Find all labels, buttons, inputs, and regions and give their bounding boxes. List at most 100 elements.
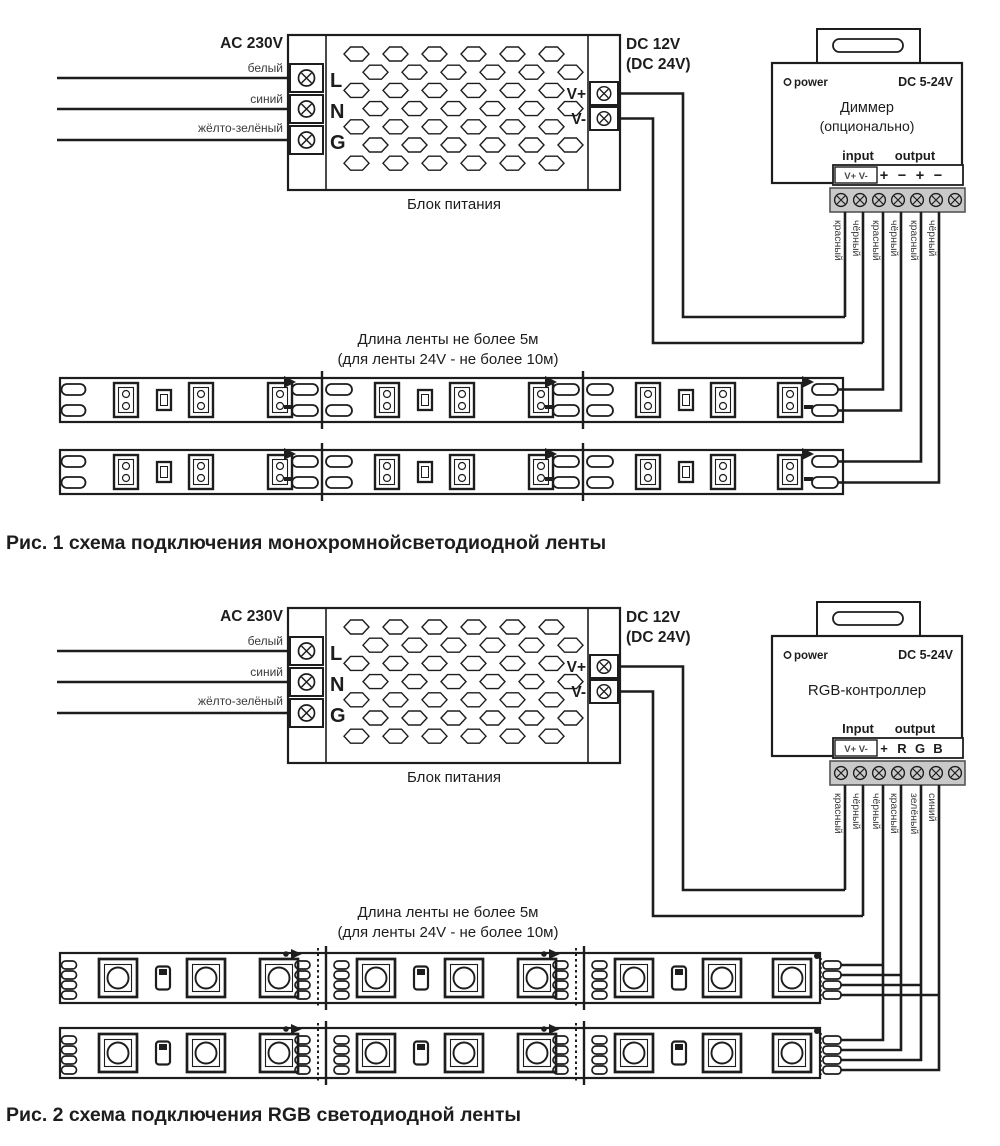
polarity-mark [283, 951, 289, 957]
vent-hex-icon [401, 100, 428, 117]
vent-hex-icon [343, 728, 370, 744]
vent-hex-icon [421, 619, 448, 635]
strip-outline [58, 376, 845, 424]
connector-pad [822, 960, 842, 970]
dimmer-wire-6 [838, 212, 941, 484]
screw-icon [596, 658, 612, 675]
solder-pad [552, 990, 569, 1000]
polarity-mark [814, 1028, 820, 1034]
vent-hex-icon [538, 119, 565, 135]
vent-hex-icon [421, 655, 448, 672]
ac-voltage-label: AC 230V [220, 608, 284, 625]
vent-hex-icon [499, 728, 526, 744]
solder-pad [325, 383, 353, 396]
cut-arrow-icon [545, 448, 557, 460]
solder-pad [552, 1065, 569, 1075]
solder-pad [325, 455, 353, 468]
controller-wire-5 [841, 785, 923, 1062]
vent-hex-icon [518, 710, 545, 726]
polarity-mark [814, 953, 820, 959]
led-chip-icon [776, 453, 804, 491]
solder-pad [294, 960, 311, 970]
resistor-icon [412, 965, 430, 991]
vent-hex-icon [499, 655, 526, 672]
rgb-led-chip-icon [185, 1032, 227, 1074]
vent-hex-icon [401, 637, 428, 653]
rgb-led-chip-icon [701, 957, 743, 999]
vent-hex-icon [479, 100, 506, 117]
rgb-led-chip-icon [516, 1032, 558, 1074]
led-chip-icon [373, 453, 401, 491]
led-chip-icon [448, 381, 476, 419]
solder-pad [294, 1045, 311, 1055]
solder-pad [811, 383, 839, 396]
fig1-psu: L N G V+ V- AC 230V белый синий жёлто-зе… [57, 33, 622, 213]
out-terminal-3: G [915, 741, 925, 756]
terminal-label-G: G [330, 705, 346, 727]
rgb-led-chip-icon [258, 1032, 300, 1074]
strip-note-line1: Длина ленты не более 5м [358, 331, 539, 348]
out-terminal-4: B [933, 741, 942, 756]
input-label: Input [842, 721, 874, 736]
device-name-line1: Диммер [840, 100, 894, 116]
resistor-icon [412, 1040, 430, 1066]
out-terminal-2: − [898, 168, 906, 184]
solder-pad [291, 476, 319, 489]
vent-hex-icon [382, 619, 409, 635]
solder-pad [333, 1055, 350, 1065]
screw-icon [297, 673, 316, 691]
screw-icon [297, 642, 316, 660]
vent-hex-icon [518, 637, 545, 653]
polarity-mark [284, 405, 293, 409]
solder-pad [294, 970, 311, 980]
terminal-L [289, 63, 324, 93]
resistor-icon [670, 1040, 688, 1066]
rgb-led-chip-icon [443, 957, 485, 999]
dc-voltage-line2: (DC 24V) [626, 56, 691, 73]
solder-pad [552, 970, 569, 980]
connector-pad [822, 980, 842, 990]
rgb-led-chip-icon [701, 1032, 743, 1074]
output-label: output [895, 148, 936, 163]
cut-arrow-icon [802, 376, 814, 388]
rgb-led-chip-icon [516, 957, 558, 999]
rgb-led-chip-icon [443, 1032, 485, 1074]
fig2-controller-screws [829, 760, 966, 786]
resistor-icon [155, 388, 173, 412]
terminal-strip [832, 164, 964, 186]
vent-hex-icon [460, 655, 487, 672]
out-terminal-3: + [916, 168, 924, 184]
strip-outline [58, 448, 845, 496]
strip-note-line2: (для ленты 24V - не более 10м) [337, 351, 558, 368]
led-chip-icon [709, 381, 737, 419]
wire-color-label: чёрный [888, 220, 900, 256]
solder-pad [325, 404, 353, 417]
vent-hex-icon [499, 619, 526, 635]
wire-color-label: чёрный [870, 793, 882, 829]
vent-hex-icon [382, 728, 409, 744]
screw-icon [297, 704, 316, 722]
vent-hex-icon [557, 64, 584, 80]
solder-pad [591, 980, 608, 990]
solder-pad [552, 1035, 569, 1045]
resistor-icon [677, 460, 695, 484]
connector-pad [822, 990, 842, 1000]
vent-hex-icon [479, 710, 506, 726]
led-chip-icon [112, 381, 140, 419]
input-terminal-box [834, 166, 878, 184]
screw-icon [297, 100, 316, 118]
output-label: output [895, 721, 936, 736]
vent-hex-icon [479, 673, 506, 690]
dimmer-wire-3 [838, 212, 885, 391]
polarity-mark [284, 477, 293, 481]
led-chip-icon [187, 453, 215, 491]
solder-pad [333, 970, 350, 980]
solder-pad [552, 1055, 569, 1065]
led-chip-icon [448, 453, 476, 491]
wire-label-blue: синий [250, 665, 283, 679]
fig2-wire-v-plus [618, 665, 845, 892]
psu-body [286, 33, 622, 192]
terminal-label-N: N [330, 101, 344, 123]
rgb-led-chip-icon [185, 957, 227, 999]
